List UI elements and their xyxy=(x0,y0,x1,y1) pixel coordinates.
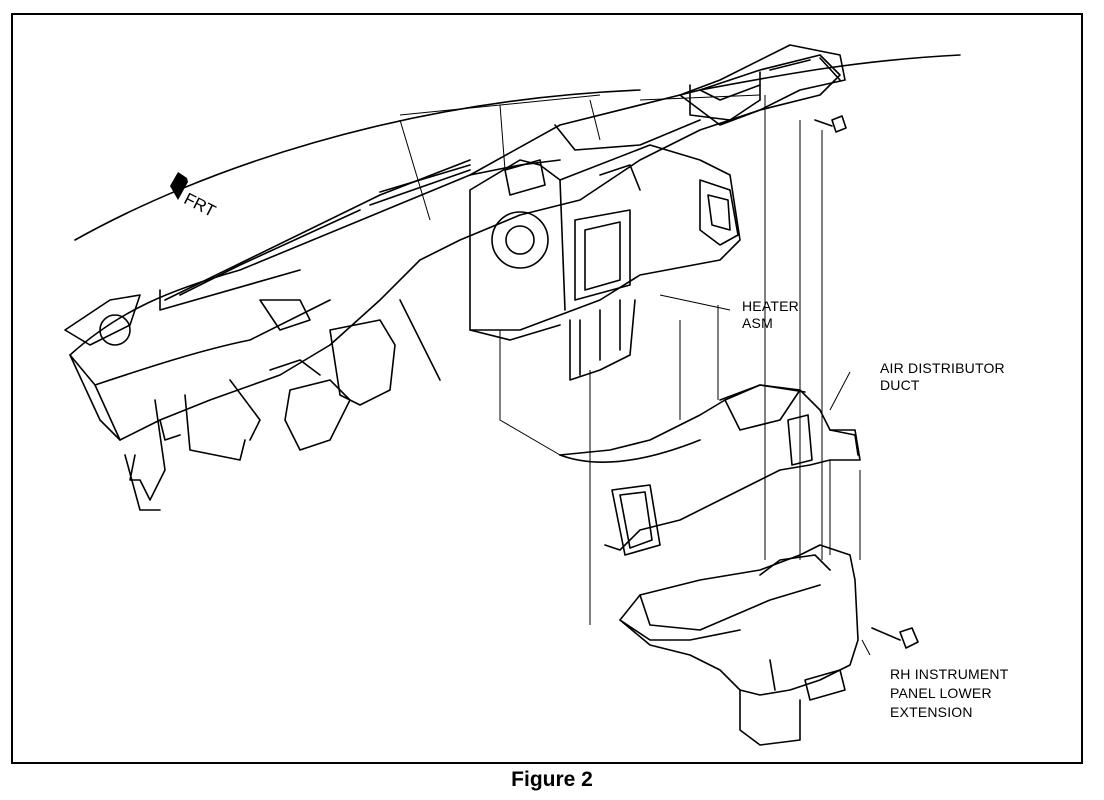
air-distributor-duct-drawing xyxy=(559,384,861,556)
screw-lower xyxy=(871,627,919,649)
front-arrow-icon xyxy=(170,172,188,200)
defroster-duct xyxy=(679,44,846,126)
figure-caption: Figure 2 xyxy=(511,768,593,791)
windshield-curve xyxy=(74,89,641,241)
air-duct-label-line1: AIR DISTRIBUTOR xyxy=(880,360,1005,376)
rh-panel-label-line1: RH INSTRUMENT xyxy=(890,666,1009,682)
heater-label-line2: ASM xyxy=(742,315,773,331)
air-duct-label-line2: DUCT xyxy=(880,377,920,393)
heater-label-line1: HEATER xyxy=(742,298,799,314)
left-dash-end xyxy=(64,294,246,511)
figure-frame xyxy=(11,13,1083,764)
instrument-panel-outline xyxy=(69,54,841,441)
screw-top xyxy=(814,115,847,133)
rh-panel-label-line2: PANEL LOWER xyxy=(890,685,992,701)
windshield-curve-right xyxy=(699,54,961,91)
leader-lines xyxy=(399,94,871,656)
heater-assembly-drawing xyxy=(469,144,741,381)
rh-panel-label-line3: EXTENSION xyxy=(890,704,973,720)
rh-panel-extension-drawing xyxy=(619,544,859,746)
center-column-area xyxy=(229,299,441,451)
